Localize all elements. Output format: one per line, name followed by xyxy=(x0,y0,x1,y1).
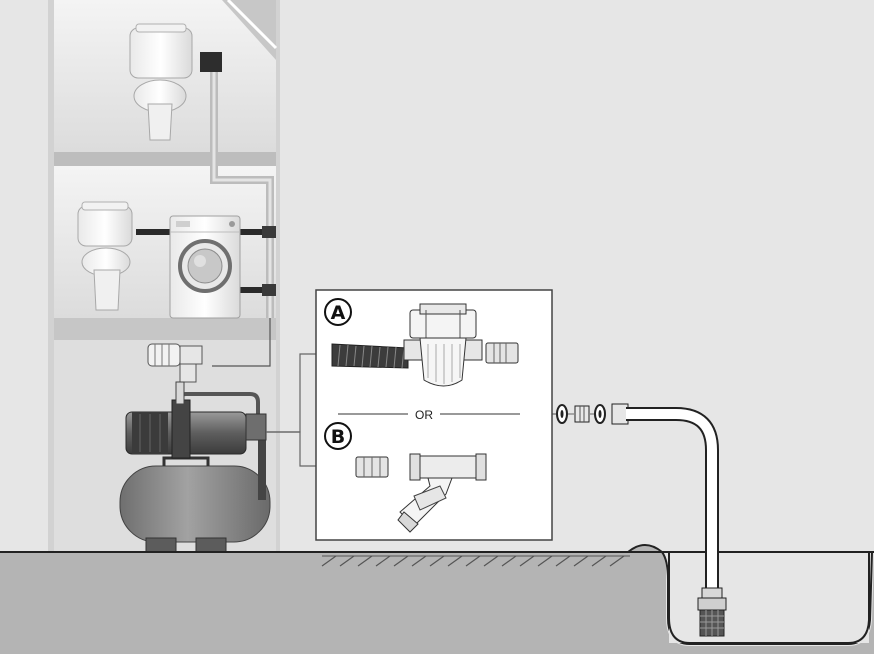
flexible-hose-icon xyxy=(331,343,409,369)
filter-icon xyxy=(403,303,483,387)
nipple-icon xyxy=(485,342,519,364)
option-a-badge xyxy=(324,298,352,326)
option-b-label: B xyxy=(331,426,345,448)
or-label: OR xyxy=(415,408,433,422)
option-panel: A OR B xyxy=(315,289,553,541)
nipple-icon xyxy=(355,456,389,478)
y-filter-icon xyxy=(397,453,487,533)
ground-hatching xyxy=(321,555,625,567)
toilet-icon xyxy=(129,23,193,141)
suction-hose-icon xyxy=(611,403,719,592)
gasket-icon xyxy=(594,404,606,424)
washing-machine-icon xyxy=(169,215,241,319)
option-a-label: A xyxy=(331,302,346,324)
upper-floor-slab xyxy=(54,152,276,166)
pressure-tank-icon xyxy=(119,438,271,555)
ground xyxy=(0,544,874,654)
toilet-icon xyxy=(77,201,133,311)
lower-floor-slab xyxy=(54,318,276,340)
nipple-icon xyxy=(574,405,590,423)
pump-icon xyxy=(125,381,267,459)
gasket-icon xyxy=(556,404,568,424)
option-b-badge xyxy=(324,422,352,450)
roof-slope xyxy=(222,0,276,60)
check-valve-icon xyxy=(147,343,203,383)
foot-valve-strainer-icon xyxy=(697,587,727,637)
